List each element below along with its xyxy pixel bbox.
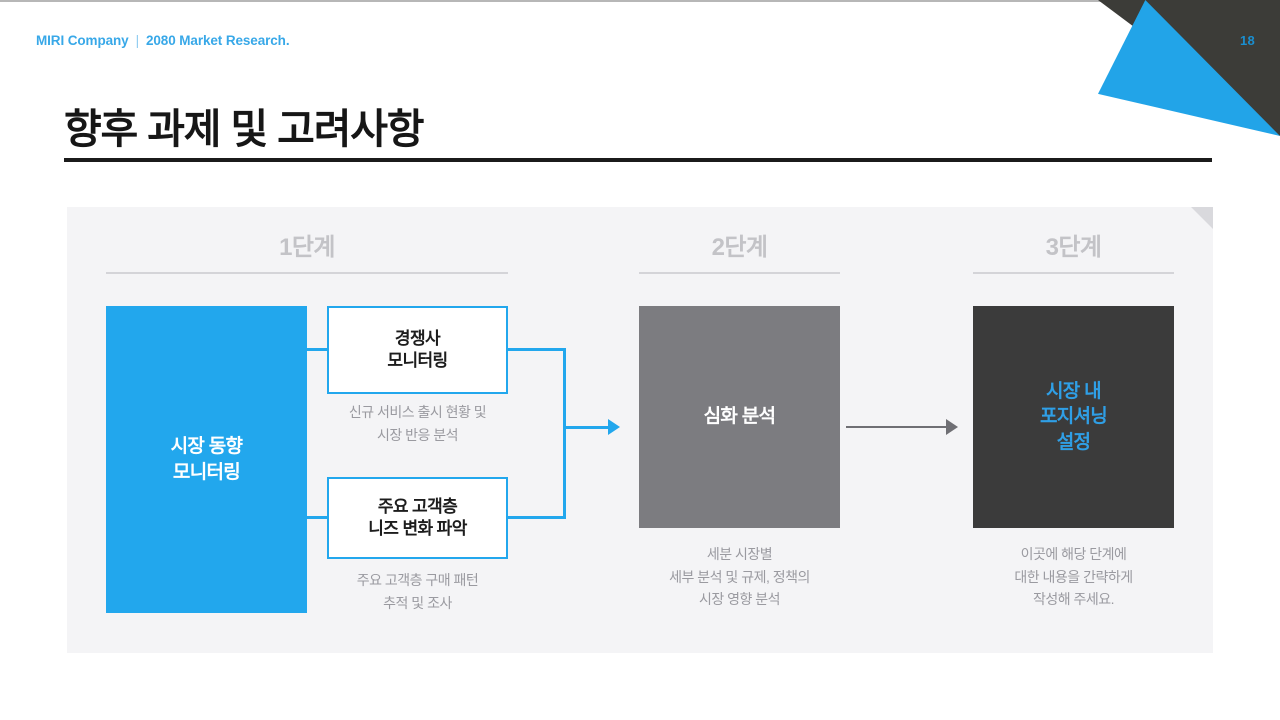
panel-corner-fold-icon — [1191, 207, 1213, 229]
connector-bracket-to-arrow — [563, 426, 610, 429]
top-hairline — [0, 0, 1126, 2]
caption1-line-1: 신규 서비스 출시 현황 및 — [348, 404, 487, 420]
brand-company-name: MIRI Company — [36, 33, 129, 48]
caption-market-positioning: 이곳에 해당 단계에 대한 내용을 간략하게 작성해 주세요. — [973, 543, 1174, 611]
step-label-3: 3단계 — [1045, 234, 1102, 261]
step-label-2: 2단계 — [711, 234, 768, 261]
arrowhead-gray-icon — [946, 419, 958, 435]
corner-decoration — [1090, 0, 1280, 150]
box-market-positioning[interactable]: 시장 내 포지셔닝 설정 — [973, 306, 1174, 528]
box-deep-analysis[interactable]: 심화 분석 — [639, 306, 840, 528]
caption4-line-2: 대한 내용을 간략하게 — [1014, 568, 1133, 585]
box-blue-line-2: 모니터링 — [172, 461, 241, 483]
brand-divider: | — [135, 33, 140, 48]
box-white2-line-1: 주요 고객층 — [377, 496, 458, 516]
box-gray-line-1: 심화 분석 — [703, 406, 776, 428]
connector-bracket-vertical — [563, 348, 566, 519]
step-label-1: 1단계 — [279, 234, 335, 261]
step-rule-1 — [106, 272, 508, 274]
connector-blue-to-white2 — [307, 516, 329, 519]
step-rule-2 — [639, 272, 840, 274]
connector-white2-to-bracket — [506, 516, 566, 519]
brand-header: MIRI Company | 2080 Market Research. — [36, 33, 290, 48]
caption-customer-needs: 주요 고객층 구매 패턴 추적 및 조사 — [317, 569, 518, 614]
caption1-line-2: 시장 반응 분석 — [376, 426, 459, 443]
box-customer-needs[interactable]: 주요 고객층 니즈 변화 파악 — [327, 477, 508, 559]
caption3-line-3: 시장 영향 분석 — [698, 591, 781, 608]
box-competitor-monitoring[interactable]: 경쟁사 모니터링 — [327, 306, 508, 394]
box-dark-line-3: 설정 — [1056, 431, 1091, 453]
arrowhead-blue-icon — [608, 419, 620, 435]
caption4-line-3: 작성해 주세요. — [1032, 591, 1115, 608]
caption4-line-1: 이곳에 해당 단계에 — [1020, 546, 1127, 562]
box-dark-line-1: 시장 내 — [1046, 381, 1102, 403]
step-header-1: 1단계 — [106, 236, 508, 274]
caption3-line-1: 세분 시장별 — [706, 546, 773, 562]
box-white1-line-2: 모니터링 — [387, 351, 448, 370]
box-blue-line-1: 시장 동향 — [170, 436, 243, 458]
caption2-line-1: 주요 고객층 구매 패턴 — [356, 572, 479, 588]
box-white1-line-1: 경쟁사 — [394, 328, 441, 348]
page-title: 향후 과제 및 고려사항 — [64, 106, 424, 152]
caption-competitor-monitoring: 신규 서비스 출시 현황 및 시장 반응 분석 — [317, 401, 518, 446]
connector-gray-to-dark — [846, 426, 948, 428]
connector-white1-to-bracket — [506, 348, 566, 351]
box-dark-line-2: 포지셔닝 — [1039, 406, 1108, 428]
caption3-line-2: 세부 분석 및 규제, 정책의 — [669, 568, 810, 585]
caption2-line-2: 추적 및 조사 — [383, 594, 452, 611]
page-number: 18 — [1239, 33, 1255, 48]
box-white2-line-2: 니즈 변화 파악 — [368, 519, 467, 538]
step-rule-3 — [973, 272, 1174, 274]
title-underline-rule — [64, 158, 1212, 162]
brand-subtitle: 2080 Market Research. — [145, 33, 290, 48]
box-market-trend-monitoring[interactable]: 시장 동향 모니터링 — [106, 306, 307, 613]
step-header-3: 3단계 — [973, 236, 1174, 274]
step-header-2: 2단계 — [639, 236, 840, 274]
connector-blue-to-white1 — [307, 348, 329, 351]
caption-deep-analysis: 세분 시장별 세부 분석 및 규제, 정책의 시장 영향 분석 — [639, 543, 840, 611]
